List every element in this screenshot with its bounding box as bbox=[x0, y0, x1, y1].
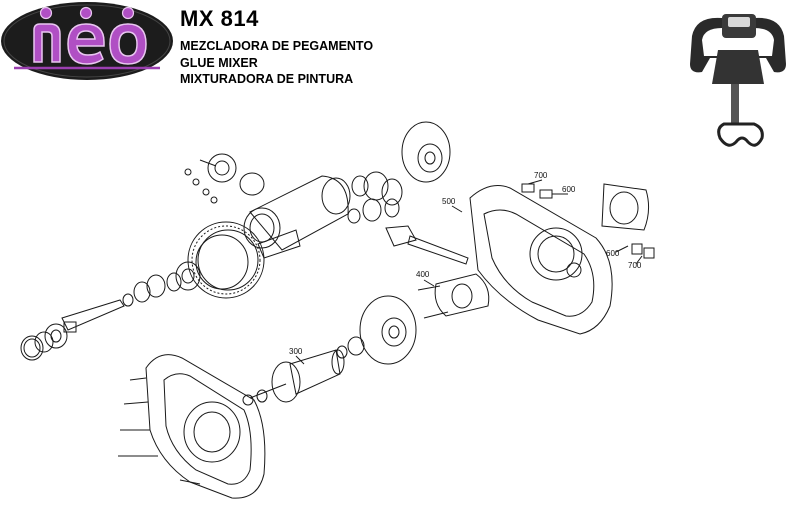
gear-housing bbox=[243, 175, 351, 259]
output-shaft-assembly bbox=[20, 274, 166, 361]
product-photo bbox=[682, 6, 794, 156]
lower-housing bbox=[118, 354, 266, 499]
callout-400: 400 bbox=[416, 270, 430, 279]
side-cover bbox=[601, 183, 650, 231]
callout-600-right: 600 bbox=[606, 249, 620, 258]
product-name-es: MEZCLADORA DE PEGAMENTO bbox=[180, 39, 374, 53]
callout-700-right: 700 bbox=[628, 261, 642, 270]
neo-logo-graphic bbox=[1, 2, 173, 80]
main-housing bbox=[469, 185, 613, 335]
header-block: MX 814 MEZCLADORA DE PEGAMENTO GLUE MIXE… bbox=[180, 8, 373, 88]
stator bbox=[417, 273, 490, 319]
callout-700-top: 700 bbox=[534, 171, 548, 180]
armature bbox=[242, 349, 345, 406]
coupling-shaft bbox=[385, 225, 469, 265]
brush-holders bbox=[521, 183, 655, 259]
callout-600-top: 600 bbox=[562, 185, 576, 194]
neo-logo bbox=[0, 0, 175, 82]
model-number: MX 814 bbox=[180, 6, 259, 31]
callout-500: 500 bbox=[442, 197, 456, 206]
shaft-small-parts bbox=[184, 153, 265, 204]
ring-gear bbox=[166, 221, 265, 299]
gear-cluster bbox=[347, 171, 403, 224]
product-name-en: GLUE MIXER bbox=[180, 55, 258, 70]
callout-300: 300 bbox=[289, 347, 303, 356]
mixer-photo-icon bbox=[690, 14, 786, 147]
bearing-flange bbox=[401, 121, 451, 183]
product-name-pt: MIXTURADORA DE PINTURA bbox=[180, 72, 354, 86]
motor-end-plate bbox=[336, 295, 417, 365]
